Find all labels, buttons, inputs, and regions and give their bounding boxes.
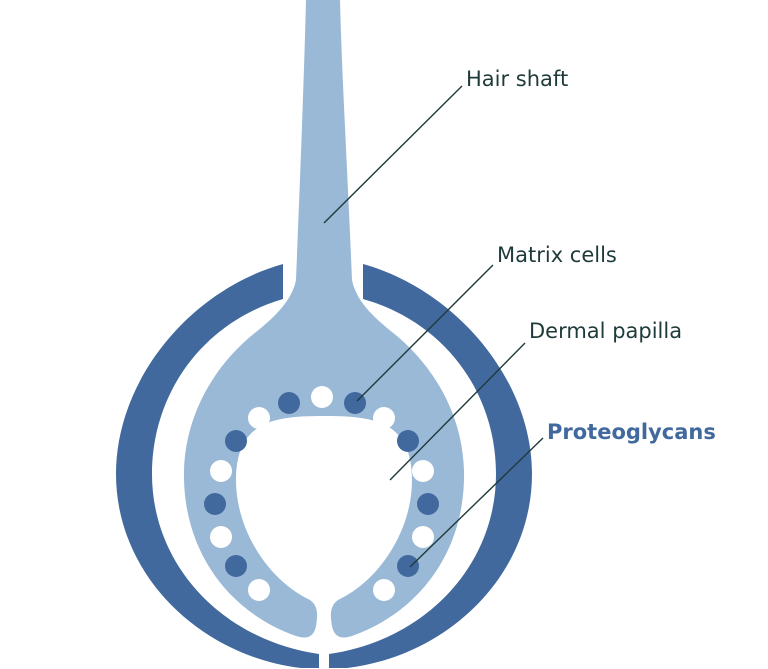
cell-proteoglycan: [278, 392, 300, 414]
dermal-papilla-label: Dermal papilla: [529, 319, 682, 343]
cell-plain: [210, 526, 232, 548]
cell-plain: [373, 407, 395, 429]
matrix-cells-label: Matrix cells: [497, 243, 617, 267]
cell-plain: [412, 526, 434, 548]
cell-proteoglycan: [204, 493, 226, 515]
cell-proteoglycan: [417, 493, 439, 515]
cell-proteoglycan: [397, 430, 419, 452]
cell-proteoglycan: [225, 430, 247, 452]
dermal-papilla: [242, 424, 406, 620]
hair-shaft-leader: [323, 85, 463, 224]
cell-proteoglycan: [225, 555, 247, 577]
proteoglycans-leader: [409, 437, 544, 568]
cell-plain: [248, 579, 270, 601]
hair-shaft-label: Hair shaft: [466, 67, 568, 91]
hair-shaft-and-bulb: [183, 0, 465, 638]
cell-plain: [373, 579, 395, 601]
matrix-cells: [204, 386, 439, 601]
cell-plain: [210, 460, 232, 482]
cell-proteoglycan: [397, 555, 419, 577]
cell-plain: [248, 407, 270, 429]
cell-plain: [311, 386, 333, 408]
proteoglycans-label: Proteoglycans: [547, 420, 716, 444]
matrix-cells-leader: [356, 264, 494, 402]
cell-plain: [412, 460, 434, 482]
dermal-papilla-leader: [389, 342, 526, 481]
